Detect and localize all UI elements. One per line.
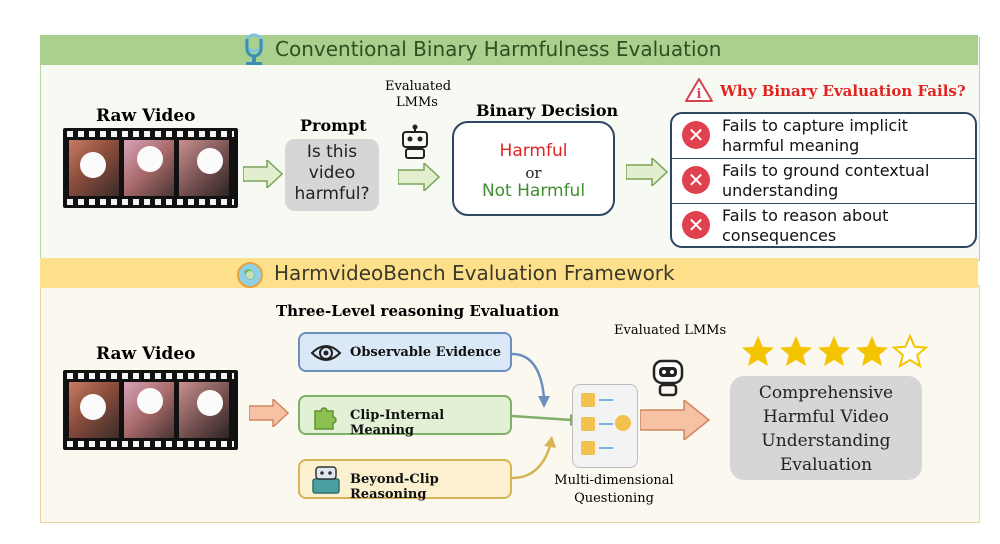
level-label: Beyond-Clip Reasoning <box>350 472 510 502</box>
half-star-icon <box>894 336 926 366</box>
rating-stars <box>740 334 930 370</box>
comprehensive-evaluation-box: Comprehensive Harmful Video Understandin… <box>730 376 922 480</box>
star-icon <box>856 336 888 366</box>
level-observable-evidence: Observable Evidence <box>298 332 512 372</box>
prompt-box: Is this video harmful? <box>285 139 379 211</box>
evaluated-lmms-label-top: Evaluated LMMs <box>385 79 449 111</box>
comprehensive-evaluation-text: Comprehensive Harmful Video Understandin… <box>730 381 922 477</box>
prompt-text: Is this video harmful? <box>295 142 370 204</box>
failure-reason-text: Fails to reason about consequences <box>722 206 975 246</box>
failure-reasons-box: ✕ Fails to capture implicit harmful mean… <box>670 112 977 248</box>
x-icon: ✕ <box>682 121 710 149</box>
x-icon: ✕ <box>682 166 710 194</box>
arrow-to-result <box>640 400 710 440</box>
star-icon <box>780 336 812 366</box>
svg-text:i: i <box>697 87 702 102</box>
harmful-option: Harmful <box>454 141 613 161</box>
level-label: Observable Evidence <box>350 345 501 360</box>
x-icon: ✕ <box>682 211 710 239</box>
why-binary-fails-title: Why Binary Evaluation Fails? <box>720 82 966 100</box>
binary-evaluation-title: Conventional Binary Harmfulness Evaluati… <box>275 37 721 61</box>
harmvideobench-title: HarmvideoBench Evaluation Framework <box>274 261 675 285</box>
raw-video-label-top: Raw Video <box>96 106 195 126</box>
evaluated-lmms-label-bottom: Evaluated LMMs <box>614 323 726 338</box>
or-text: or <box>454 164 613 182</box>
eye-icon <box>310 339 342 367</box>
harmvideobench-header: HarmvideoBench Evaluation Framework <box>40 258 978 288</box>
prompt-label: Prompt <box>300 116 367 135</box>
failure-reason-row: ✕ Fails to reason about consequences <box>672 204 975 248</box>
binary-evaluation-header: Conventional Binary Harmfulness Evaluati… <box>40 35 978 65</box>
raw-video-filmstrip-top <box>63 128 238 208</box>
arrow-to-levels <box>249 399 289 427</box>
globe-icon <box>236 261 264 289</box>
robot-head-icon <box>650 358 686 398</box>
tuning-fork-icon <box>236 33 272 67</box>
three-level-title: Three-Level reasoning Evaluation <box>276 302 559 320</box>
star-icon <box>742 336 774 366</box>
puzzle-icon <box>312 403 340 431</box>
level-label: Clip-Internal Meaning <box>350 408 510 438</box>
failure-reason-row: ✕ Fails to capture implicit harmful mean… <box>672 114 975 158</box>
failure-reason-text: Fails to capture implicit harmful meanin… <box>722 116 975 156</box>
robot-icon <box>397 124 433 160</box>
level-clip-internal-meaning: Clip-Internal Meaning <box>298 395 512 435</box>
arrow-to-fails <box>626 158 668 186</box>
failure-reason-text: Fails to ground contextual understanding <box>722 161 975 201</box>
multi-dimensional-questioning-label: Multi-dimensional Questioning <box>552 472 676 508</box>
star-icon <box>818 336 850 366</box>
level-beyond-clip-reasoning: Beyond-Clip Reasoning <box>298 459 512 499</box>
arrow-to-prompt <box>243 160 283 188</box>
questioning-device <box>572 384 638 468</box>
not-harmful-option: Not Harmful <box>454 181 613 201</box>
warning-icon: i <box>684 77 714 103</box>
binary-decision-label: Binary Decision <box>476 101 618 120</box>
binary-decision-box: Harmful or Not Harmful <box>452 121 615 216</box>
raw-video-filmstrip-bottom <box>63 370 238 450</box>
failure-reason-row: ✕ Fails to ground contextual understandi… <box>672 159 975 203</box>
arrow-to-decision <box>398 163 440 191</box>
book-robot-icon <box>310 465 342 495</box>
raw-video-label-bottom: Raw Video <box>96 344 195 364</box>
